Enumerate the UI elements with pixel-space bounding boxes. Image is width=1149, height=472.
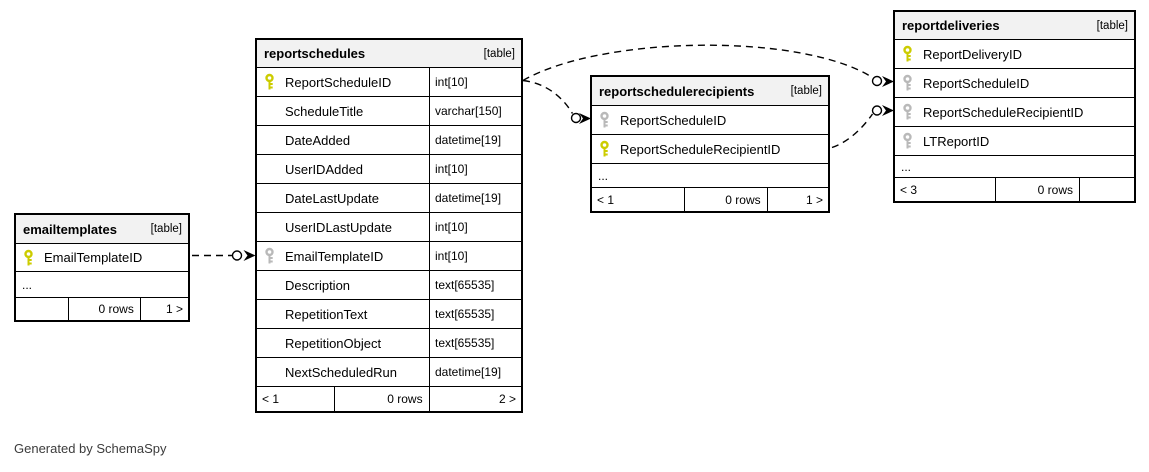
footer-left <box>16 298 68 320</box>
primary-key-icon <box>599 140 610 158</box>
column-name: ReportScheduleID <box>923 75 1030 91</box>
table-footer: 0 rows 1 > <box>16 297 188 320</box>
column-type: datetime[19] <box>429 184 521 212</box>
table-reportschedulerecipients[interactable]: reportschedulerecipients [table] ReportS… <box>590 75 830 213</box>
column-name: UserIDLastUpdate <box>285 219 392 235</box>
table-reportschedules[interactable]: reportschedules [table] ReportScheduleID… <box>255 38 523 413</box>
generator-note: Generated by SchemaSpy <box>14 441 167 456</box>
footer-rowcount: 0 rows <box>67 298 140 320</box>
column-name: RepetitionText <box>285 306 368 322</box>
foreign-key-icon <box>264 247 275 265</box>
column-row[interactable]: UserIDAdded int[10] <box>257 154 521 183</box>
column-name: NextScheduledRun <box>285 364 398 380</box>
ellipsis-label: ... <box>598 168 609 183</box>
table-header[interactable]: reportschedulerecipients [table] <box>592 77 828 105</box>
primary-key-icon <box>902 45 913 63</box>
column-row[interactable]: DateLastUpdate datetime[19] <box>257 183 521 212</box>
column-type: varchar[150] <box>429 97 521 125</box>
column-name: EmailTemplateID <box>44 250 143 265</box>
column-row[interactable]: EmailTemplateID <box>16 243 188 271</box>
column-row[interactable]: ReportScheduleRecipientID <box>592 134 828 163</box>
column-type: int[10] <box>429 155 521 183</box>
column-name: DateLastUpdate <box>285 190 379 206</box>
table-footer: < 1 0 rows 1 > <box>592 187 828 211</box>
column-name: RepetitionObject <box>285 335 382 351</box>
primary-key-icon <box>23 249 34 266</box>
column-row[interactable]: ReportScheduleID int[10] <box>257 67 521 96</box>
column-row[interactable]: ReportScheduleRecipientID <box>895 97 1134 126</box>
column-row[interactable]: ReportDeliveryID <box>895 39 1134 68</box>
column-name: Description <box>285 277 351 293</box>
table-emailtemplates[interactable]: emailtemplates [table] EmailTemplateID .… <box>14 213 190 322</box>
column-type: int[10] <box>429 68 521 96</box>
column-row[interactable]: NextScheduledRun datetime[19] <box>257 357 521 386</box>
column-type: text[65535] <box>429 300 521 328</box>
table-name[interactable]: reportschedulerecipients <box>599 83 755 99</box>
footer-right[interactable]: 1 > <box>139 298 188 320</box>
column-row[interactable]: ReportScheduleID <box>895 68 1134 97</box>
table-name[interactable]: reportschedules <box>264 46 366 61</box>
table-badge: [table] <box>790 85 822 97</box>
column-row[interactable]: Description text[65535] <box>257 270 521 299</box>
foreign-key-icon <box>902 103 913 121</box>
column-row[interactable]: RepetitionObject text[65535] <box>257 328 521 357</box>
column-row[interactable]: ReportScheduleID <box>592 105 828 134</box>
column-type: datetime[19] <box>429 358 521 386</box>
footer-rowcount: 0 rows <box>995 178 1079 201</box>
relationship-emailtemplates-reportschedules <box>192 250 256 261</box>
column-name: ReportScheduleRecipientID <box>620 141 781 157</box>
ellipsis-row: ... <box>16 271 188 297</box>
ellipsis-label: ... <box>22 277 33 292</box>
column-type: text[65535] <box>429 329 521 357</box>
column-name: LTReportID <box>923 133 990 149</box>
column-row[interactable]: DateAdded datetime[19] <box>257 125 521 154</box>
foreign-key-icon <box>599 111 610 129</box>
column-row[interactable]: ScheduleTitle varchar[150] <box>257 96 521 125</box>
column-name: EmailTemplateID <box>285 248 384 264</box>
primary-key-icon <box>264 73 275 91</box>
table-header[interactable]: reportschedules [table] <box>257 40 521 67</box>
footer-right <box>1079 178 1134 201</box>
ellipsis-label: ... <box>901 159 912 174</box>
table-header[interactable]: emailtemplates [table] <box>16 215 188 243</box>
footer-rowcount: 0 rows <box>333 387 429 411</box>
column-name: ScheduleTitle <box>285 103 364 119</box>
ellipsis-row: ... <box>895 155 1134 177</box>
column-type: datetime[19] <box>429 126 521 154</box>
column-name: DateAdded <box>285 132 351 148</box>
footer-left[interactable]: < 1 <box>262 392 280 406</box>
table-reportdeliveries[interactable]: reportdeliveries [table] ReportDeliveryI… <box>893 10 1136 203</box>
footer-right[interactable]: 2 > <box>428 387 521 411</box>
table-footer: < 1 0 rows 2 > <box>257 386 521 411</box>
footer-right[interactable]: 1 > <box>766 188 828 211</box>
column-name: ReportScheduleID <box>285 74 392 90</box>
column-name: ReportScheduleRecipientID <box>923 104 1084 120</box>
column-name: ReportScheduleID <box>620 112 727 128</box>
column-type: int[10] <box>429 242 521 270</box>
table-badge: [table] <box>1096 19 1128 32</box>
column-name: UserIDAdded <box>285 161 364 177</box>
column-row[interactable]: UserIDLastUpdate int[10] <box>257 212 521 241</box>
column-name: ReportDeliveryID <box>923 46 1022 62</box>
table-name[interactable]: reportdeliveries <box>902 18 1000 33</box>
ellipsis-row: ... <box>592 163 828 187</box>
relationship-reportschedules-reportschedulerecipients <box>522 79 591 124</box>
column-type: int[10] <box>429 213 521 241</box>
foreign-key-icon <box>902 132 913 150</box>
column-row[interactable]: LTReportID <box>895 126 1134 155</box>
relationship-reportschedulerecipients-reportdeliveries <box>831 105 894 149</box>
table-header[interactable]: reportdeliveries [table] <box>895 12 1134 39</box>
footer-left[interactable]: < 3 <box>900 182 918 197</box>
column-type: text[65535] <box>429 271 521 299</box>
table-footer: < 3 0 rows <box>895 177 1134 201</box>
column-row[interactable]: RepetitionText text[65535] <box>257 299 521 328</box>
column-row[interactable]: EmailTemplateID int[10] <box>257 241 521 270</box>
foreign-key-icon <box>902 74 913 92</box>
footer-rowcount: 0 rows <box>684 188 767 211</box>
table-name[interactable]: emailtemplates <box>23 221 117 237</box>
table-badge: [table] <box>150 223 182 235</box>
table-badge: [table] <box>483 47 515 60</box>
footer-left[interactable]: < 1 <box>597 192 615 207</box>
